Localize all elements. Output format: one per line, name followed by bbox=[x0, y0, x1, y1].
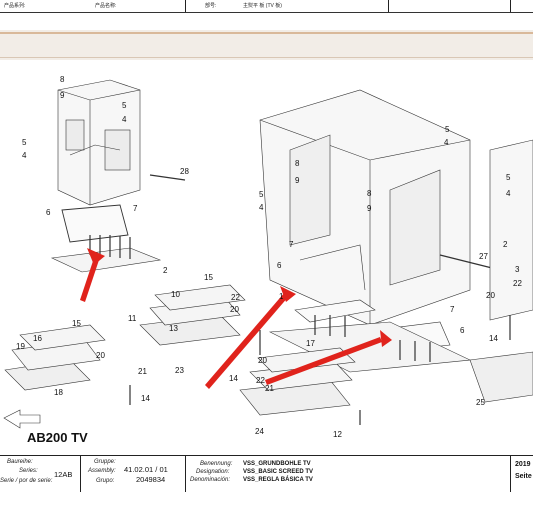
svg-text:9: 9 bbox=[60, 91, 65, 100]
svg-text:8: 8 bbox=[295, 159, 300, 168]
callout-labels: 8 9 5 4 5 4 28 6 7 2 5 4 8 9 5 4 8 9 7 6… bbox=[16, 75, 522, 439]
svg-text:21: 21 bbox=[138, 367, 147, 376]
header-cell-series: 产品系列: bbox=[4, 3, 26, 9]
red-arrow-group bbox=[80, 248, 392, 389]
svg-text:6: 6 bbox=[46, 208, 51, 217]
designation-es: VSS_REGLA BÁSICA TV bbox=[243, 477, 313, 483]
series-label-en: Series: bbox=[19, 468, 38, 474]
title-block-divider bbox=[185, 456, 186, 492]
svg-text:22: 22 bbox=[256, 376, 265, 385]
designation-en: VSS_BASIC SCREED TV bbox=[243, 469, 314, 475]
svg-text:22: 22 bbox=[513, 279, 522, 288]
svg-text:4: 4 bbox=[444, 138, 449, 147]
drawing-canvas: 8 9 5 4 5 4 28 6 7 2 5 4 8 9 5 4 8 9 7 6… bbox=[3, 75, 533, 445]
svg-text:25: 25 bbox=[476, 398, 485, 407]
svg-text:5: 5 bbox=[259, 190, 264, 199]
svg-text:9: 9 bbox=[367, 204, 372, 213]
svg-text:17: 17 bbox=[306, 339, 315, 348]
svg-text:7: 7 bbox=[133, 204, 138, 213]
designation-label-de: Benennung: bbox=[200, 461, 233, 467]
page-margin bbox=[0, 492, 533, 529]
series-value: 12AB bbox=[54, 470, 73, 479]
svg-text:4: 4 bbox=[259, 203, 264, 212]
svg-text:19: 19 bbox=[16, 342, 25, 351]
svg-text:9: 9 bbox=[295, 176, 300, 185]
svg-text:2: 2 bbox=[163, 266, 168, 275]
group-label-es: Grupo: bbox=[96, 478, 115, 484]
svg-text:20: 20 bbox=[96, 351, 105, 360]
year-label: 2019 bbox=[515, 461, 531, 468]
page-label: Seite bbox=[515, 473, 532, 480]
svg-text:6: 6 bbox=[277, 261, 282, 270]
svg-text:16: 16 bbox=[33, 334, 42, 343]
svg-text:5: 5 bbox=[506, 173, 511, 182]
svg-text:2: 2 bbox=[503, 240, 508, 249]
svg-text:6: 6 bbox=[460, 326, 465, 335]
band-line bbox=[0, 32, 533, 34]
svg-text:22: 22 bbox=[231, 293, 240, 302]
svg-text:4: 4 bbox=[122, 115, 127, 124]
svg-text:20: 20 bbox=[258, 356, 267, 365]
svg-text:20: 20 bbox=[230, 305, 239, 314]
designation-de: VSS_GRUNDBOHLE TV bbox=[243, 461, 311, 467]
svg-text:20: 20 bbox=[486, 291, 495, 300]
svg-text:23: 23 bbox=[175, 366, 184, 375]
svg-text:12: 12 bbox=[333, 430, 342, 439]
series-label-de: Baureihe: bbox=[7, 459, 33, 465]
group-code: 2049834 bbox=[136, 475, 166, 484]
band-line bbox=[0, 57, 533, 58]
svg-text:5: 5 bbox=[122, 101, 127, 110]
designation-label-en: Designation: bbox=[196, 469, 230, 475]
svg-text:4: 4 bbox=[22, 151, 27, 160]
series-label-es: Serie / por de serie: bbox=[0, 478, 53, 484]
title-block: Baureihe: Series: Serie / por de serie: … bbox=[0, 455, 533, 493]
svg-text:21: 21 bbox=[265, 384, 274, 393]
model-label: AB200 TV bbox=[27, 430, 88, 445]
header-part-label: 部号: bbox=[205, 3, 217, 9]
header-divider bbox=[510, 0, 511, 12]
designation-label-es: Denominación: bbox=[190, 477, 231, 483]
group-label-en: Assembly: bbox=[88, 468, 116, 474]
svg-text:14: 14 bbox=[141, 394, 150, 403]
title-block-divider bbox=[80, 456, 81, 492]
svg-text:1: 1 bbox=[279, 292, 284, 301]
header-strip: 产品系列: 产品名称: 部号: 主熨平 板 (TV 板) bbox=[0, 0, 533, 13]
svg-text:14: 14 bbox=[229, 374, 238, 383]
svg-text:10: 10 bbox=[171, 290, 180, 299]
svg-text:7: 7 bbox=[289, 240, 294, 249]
svg-text:8: 8 bbox=[60, 75, 65, 84]
svg-text:8: 8 bbox=[367, 189, 372, 198]
page-separator-band bbox=[0, 30, 533, 60]
svg-text:27: 27 bbox=[479, 252, 488, 261]
svg-text:5: 5 bbox=[445, 125, 450, 134]
group-label-de: Gruppe: bbox=[94, 459, 116, 465]
group-number: 41.02.01 / 01 bbox=[124, 465, 168, 474]
svg-text:13: 13 bbox=[169, 324, 178, 333]
header-divider bbox=[388, 0, 389, 12]
svg-text:5: 5 bbox=[22, 138, 27, 147]
outline-arrow-icon bbox=[3, 409, 41, 429]
svg-text:18: 18 bbox=[54, 388, 63, 397]
svg-text:14: 14 bbox=[489, 334, 498, 343]
svg-text:15: 15 bbox=[72, 319, 81, 328]
svg-text:15: 15 bbox=[204, 273, 213, 282]
svg-text:11: 11 bbox=[128, 314, 137, 323]
exploded-drawing: 8 9 5 4 5 4 28 6 7 2 5 4 8 9 5 4 8 9 7 6… bbox=[0, 60, 533, 455]
header-part-name: 主熨平 板 (TV 板) bbox=[243, 3, 282, 9]
svg-text:28: 28 bbox=[180, 167, 189, 176]
svg-text:24: 24 bbox=[255, 427, 264, 436]
title-block-divider bbox=[510, 456, 511, 492]
svg-text:4: 4 bbox=[506, 189, 511, 198]
header-divider bbox=[185, 0, 186, 12]
svg-text:7: 7 bbox=[450, 305, 455, 314]
header-cell-product: 产品名称: bbox=[95, 3, 117, 9]
svg-text:3: 3 bbox=[515, 265, 520, 274]
